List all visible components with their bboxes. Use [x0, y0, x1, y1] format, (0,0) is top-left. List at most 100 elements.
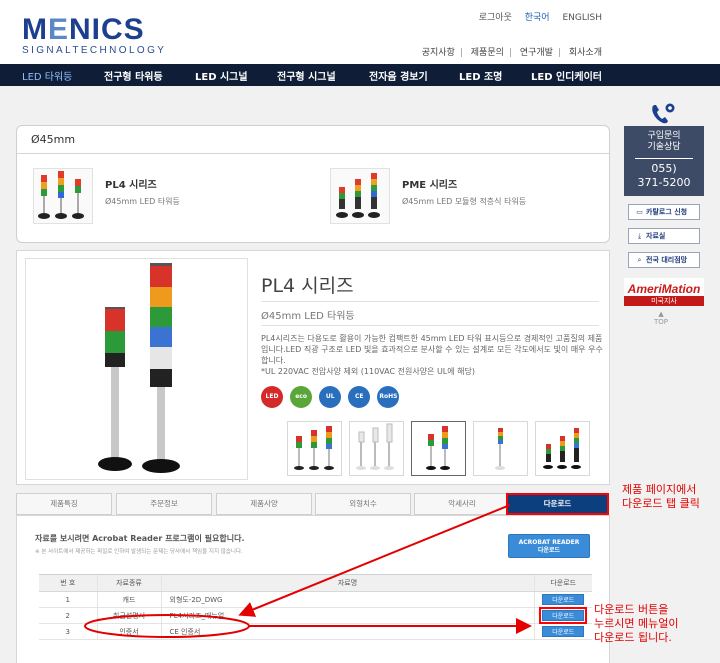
series-card-pl4[interactable]: PL4 시리즈 Ø45mm LED 타워등 [33, 168, 293, 228]
phone-area: 055) [651, 162, 677, 175]
us-branch-link[interactable]: AmeriMation 미국지사 [624, 278, 704, 306]
table-row: 3 인증서 CE 인증서 다운로드 [39, 623, 592, 640]
top-nav-company[interactable]: 회사소개 [568, 48, 602, 58]
product-thumbnail[interactable] [473, 421, 528, 476]
download-button[interactable]: 다운로드 [542, 594, 585, 605]
divider [17, 153, 609, 154]
site-header: MENICS SIGNALTECHNOLOGY 로그아웃 한국어 ENGLISH… [0, 0, 720, 64]
tab-dimensions[interactable]: 외형치수 [315, 493, 411, 515]
dealer-label: 전국 대리점망 [646, 256, 688, 264]
catalog-request-button[interactable]: ▭카탈로그 신청 [628, 204, 700, 220]
ce-cert-icon: CE [348, 386, 371, 408]
button-hint-line2: 누르시면 메뉴얼이 [594, 617, 679, 630]
korean-link[interactable]: 한국어 [524, 13, 550, 23]
series-thumbnail [330, 168, 390, 224]
product-title: PL4 시리즈 [261, 275, 354, 297]
file-name: PL4시리즈_매뉴얼 [160, 607, 534, 624]
main-nav-bulb-signal[interactable]: 전구형 시그널 [277, 72, 336, 83]
main-nav-led-tower[interactable]: LED 타워등 [22, 72, 73, 83]
main-nav-led-signal[interactable]: LED 시그널 [195, 72, 248, 83]
download-cell: 다운로드 [533, 607, 592, 624]
series-name: PL4 시리즈 [105, 180, 157, 191]
file-type: 캐드 [96, 591, 161, 608]
tab-specs[interactable]: 제품사양 [216, 493, 312, 515]
certification-icons: LED eco UL CE RoHS [261, 386, 401, 408]
utility-links: 로그아웃 한국어 ENGLISH [469, 10, 602, 23]
top-nav-inquiry[interactable]: 제품문의 [470, 48, 504, 58]
ameri-logo: AmeriMation [627, 282, 701, 296]
series-thumbnail [33, 168, 93, 224]
product-subtitle: Ø45mm LED 타워등 [261, 311, 355, 322]
button-hint-annotation: 다운로드 버튼을 누르시면 메뉴얼이 다운로드 됩니다. [594, 603, 678, 645]
main-nav-buzzer[interactable]: 전자음 경보기 [369, 72, 428, 83]
acrobat-download-button[interactable]: ACROBAT READER 다운로드 [508, 534, 590, 558]
us-branch-label: 미국지사 [624, 296, 704, 306]
file-name: CE 인증서 [160, 623, 534, 640]
phone-gear-icon [652, 103, 675, 124]
table-header-row: 번 호 자료종류 자료명 다운로드 [39, 574, 592, 592]
product-thumbnail[interactable] [287, 421, 342, 476]
file-name: 외형도-2D_DWG [160, 591, 534, 608]
catalog-label: 카탈로그 신청 [646, 208, 688, 216]
acrobat-notice: 자료를 보시려면 Acrobat Reader 프로그램이 필요합니다. [35, 534, 245, 543]
top-nav: 공지사항| 제품문의| 연구개발| 회사소개 [421, 48, 602, 58]
main-nav-led-light[interactable]: LED 조명 [459, 72, 503, 83]
dealer-network-button[interactable]: ⌕ 전국 대리점망 [628, 252, 700, 268]
product-thumbnail[interactable] [535, 421, 590, 476]
download-cell: 다운로드 [533, 591, 592, 608]
download-panel: 자료를 보시려면 Acrobat Reader 프로그램이 필요합니다. ※ 본… [16, 515, 610, 663]
product-note: *UL 220VAC 전압사양 제외 (110VAC 전원사양은 UL에 해당) [261, 367, 476, 376]
download-table: 번 호 자료종류 자료명 다운로드 1 캐드 외형도-2D_DWG 다운로드 2… [39, 574, 592, 640]
brand-logo[interactable]: MENICS SIGNALTECHNOLOGY [22, 13, 167, 57]
product-tabs: 제품특징 주문정보 제품사양 외형치수 악세사리 다운로드 [16, 493, 610, 515]
tab-features[interactable]: 제품특징 [16, 493, 112, 515]
english-link[interactable]: ENGLISH [562, 13, 602, 23]
series-desc: Ø45mm LED 타워등 [105, 197, 180, 206]
scroll-top-link[interactable]: ▲TOP [654, 310, 669, 326]
archive-button[interactable]: ⤓자료실 [628, 228, 700, 244]
brand-logo-text: MENICS [22, 13, 145, 46]
logout-link[interactable]: 로그아웃 [478, 13, 512, 23]
brand-tagline: SIGNALTECHNOLOGY [22, 45, 167, 56]
led-cert-icon: LED [261, 386, 283, 408]
download-icon: ⤓ [637, 232, 642, 240]
file-type: 인증서 [96, 623, 161, 640]
manual-download-button[interactable]: 다운로드 [539, 607, 588, 624]
file-type: 취급설명서 [96, 607, 161, 624]
acrobat-button-line1: ACROBAT READER [518, 539, 580, 546]
divider [261, 325, 599, 326]
tab-download[interactable]: 다운로드 [506, 493, 609, 515]
product-thumbnail-selected[interactable] [411, 421, 466, 476]
top-nav-notice[interactable]: 공지사항 [421, 48, 455, 58]
main-nav-led-indicator[interactable]: LED 인디케이터 [531, 72, 602, 83]
category-box: Ø45mm PL4 시리즈 Ø45mm LED 타워등 PME 시리즈 Ø45m… [16, 125, 610, 243]
product-description: PL4시리즈는 다용도로 활용이 가능한 컴팩트한 45mm LED 타워 표시… [261, 333, 603, 377]
row-number: 3 [39, 623, 97, 640]
acrobat-button-line2: 다운로드 [537, 547, 561, 554]
table-row: 2 취급설명서 PL4시리즈_매뉴얼 다운로드 [39, 607, 592, 624]
main-nav: LED 타워등 전구형 타워등 LED 시그널 전구형 시그널 전자음 경보기 … [0, 64, 720, 86]
ul-cert-icon: UL [319, 386, 342, 408]
rohs-cert-icon: RoHS [377, 386, 400, 408]
series-name: PME 시리즈 [402, 180, 458, 191]
inquiry-box[interactable]: 구입문의 기술상담 055) 371-5200 [624, 126, 704, 196]
download-cell: 다운로드 [533, 623, 592, 640]
tab-accessories[interactable]: 악세사리 [414, 493, 510, 515]
search-icon: ⌕ [637, 256, 642, 264]
eco-cert-icon: eco [290, 386, 313, 408]
book-icon: ▭ [636, 208, 643, 216]
series-card-pme[interactable]: PME 시리즈 Ø45mm LED 모듈형 적층식 타워등 [330, 168, 590, 228]
product-main-image [25, 258, 248, 480]
main-nav-bulb-tower[interactable]: 전구형 타워등 [104, 72, 163, 83]
product-thumbnail[interactable] [349, 421, 404, 476]
top-nav-research[interactable]: 연구개발 [519, 48, 553, 58]
series-desc: Ø45mm LED 모듈형 적층식 타워등 [402, 197, 527, 206]
column-header: 다운로드 [533, 574, 592, 592]
column-header: 번 호 [39, 574, 97, 592]
tab-order-info[interactable]: 주문정보 [116, 493, 212, 515]
download-button[interactable]: 다운로드 [542, 626, 585, 637]
button-hint-line3: 다운로드 됩니다. [594, 631, 672, 644]
inquiry-label: 구입문의 [647, 131, 681, 141]
product-thumbnails [287, 421, 597, 476]
divider [261, 301, 599, 302]
